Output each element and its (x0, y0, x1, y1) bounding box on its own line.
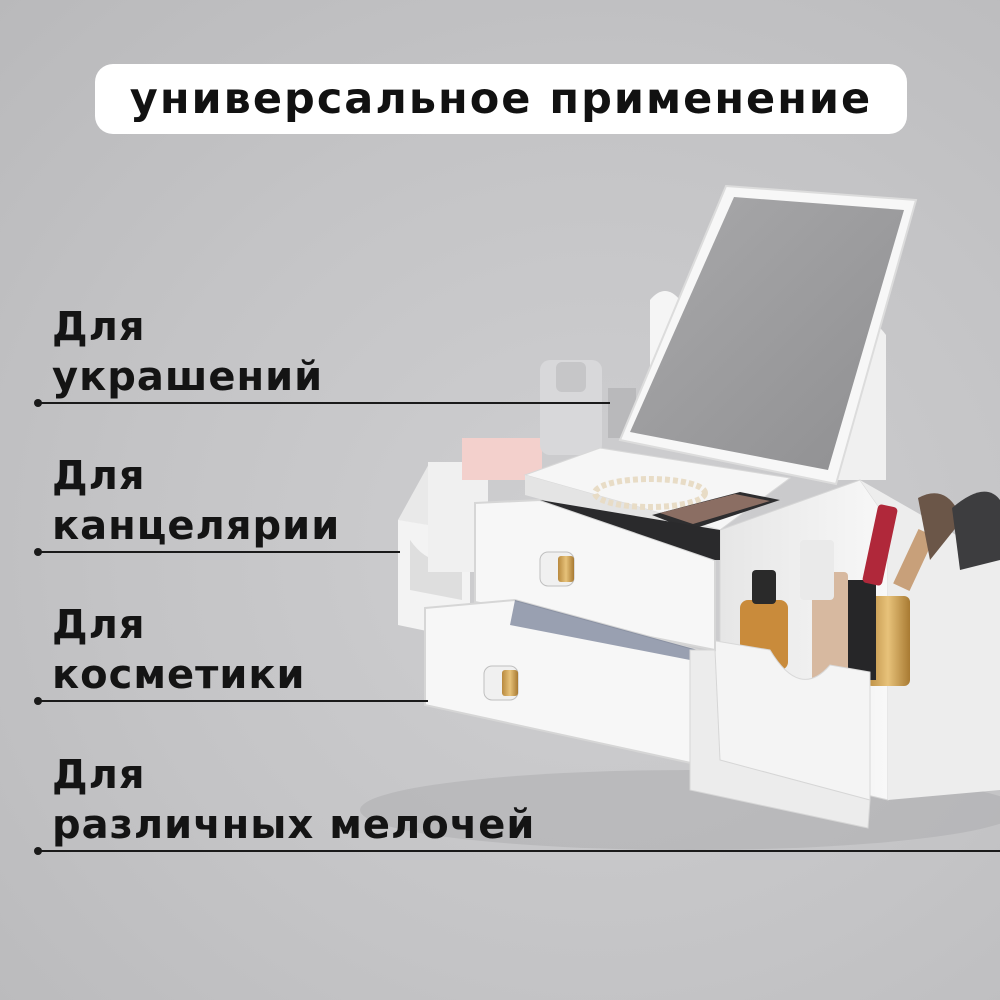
usage-item-line: Для (52, 304, 146, 350)
divider-line (38, 551, 400, 553)
mirror-glass (630, 197, 904, 470)
usage-item-line: украшений (52, 354, 324, 400)
divider-line (38, 700, 428, 702)
usage-item-line: Для (52, 602, 146, 648)
divider-line (38, 850, 1000, 852)
usage-item-line: Для (52, 752, 146, 798)
usage-item-line: различных мелочей (52, 802, 536, 848)
title-banner: универсальное применение (95, 64, 907, 134)
usage-item-cosmetics: Для косметики (52, 600, 306, 700)
usage-item-line: канцелярии (52, 503, 341, 549)
usage-item-jewelry: Для украшений (52, 302, 323, 402)
base-cabinet (689, 649, 871, 829)
page-title: универсальное применение (129, 74, 873, 124)
divider-line (38, 402, 610, 404)
pearl-bracelet (592, 476, 708, 510)
left-compartment (398, 438, 542, 640)
usage-item-stationery: Для канцелярии (52, 451, 340, 551)
right-front-compartment (709, 639, 871, 801)
usage-item-line: Для (52, 453, 146, 499)
usage-item-line: косметики (52, 652, 306, 698)
usage-item-small-items: Для различных мелочей (52, 750, 535, 850)
lower-drawer (424, 598, 707, 767)
